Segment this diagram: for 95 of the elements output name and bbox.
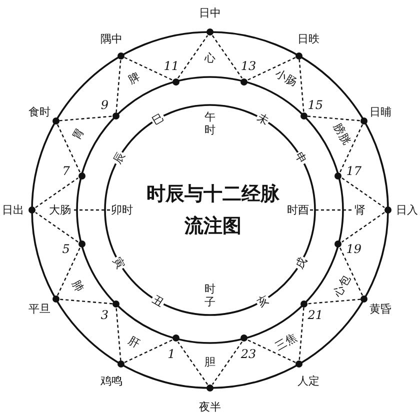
meridian-label: 膀胱: [331, 122, 352, 146]
time-label: 食时: [28, 106, 50, 117]
dashed-line: [310, 209, 354, 211]
dashed-line: [342, 178, 385, 208]
meridian-label: 三焦: [274, 331, 298, 352]
branch-label: 丑: [148, 292, 166, 310]
dot: [240, 78, 248, 86]
dot: [334, 172, 342, 180]
branch-label: 辰: [110, 148, 128, 166]
hour-number: 3: [100, 309, 108, 322]
text-label: 时酉: [286, 204, 310, 216]
hour-number: 9: [100, 98, 108, 111]
time-label: 鸡鸣: [100, 375, 122, 386]
dot: [206, 28, 214, 36]
meridian-label: 心: [204, 52, 216, 64]
dashed-line: [56, 124, 80, 172]
text-label: 大肠: [48, 204, 72, 216]
dashed-line: [59, 116, 112, 122]
dot: [206, 384, 214, 392]
meridian-label: 肺: [70, 278, 86, 294]
time-label: 黄昏: [370, 303, 392, 314]
time-label: 日昳: [298, 34, 320, 45]
dot: [78, 240, 86, 248]
time-label: 夜半: [199, 402, 221, 412]
dot: [334, 240, 342, 248]
dashed-line: [124, 56, 172, 80]
dashed-line: [298, 307, 304, 361]
diagram-title: 时辰与十二经脉流注图: [146, 182, 280, 240]
hour-number: 7: [62, 165, 70, 178]
dot: [360, 296, 368, 302]
hour-number: 11: [164, 60, 180, 72]
meridian-label: 脾: [126, 70, 142, 86]
dashed-line: [35, 212, 78, 242]
meridian-label: 心包: [331, 274, 352, 298]
hour-number: 5: [62, 242, 70, 255]
dashed-line: [116, 307, 122, 361]
time-label: 日晡: [370, 106, 392, 117]
dot: [172, 78, 180, 86]
dashed-line: [248, 56, 296, 80]
dot: [296, 360, 302, 368]
dot: [300, 112, 308, 120]
branch-label: 亥: [254, 292, 272, 310]
dot: [360, 118, 368, 124]
meridian-label: 胃: [70, 126, 86, 142]
branch-label: 寅: [110, 254, 128, 272]
dot: [296, 52, 302, 60]
time-label: 日出: [2, 204, 24, 216]
dashed-line: [56, 248, 80, 296]
dot: [52, 296, 60, 302]
dashed-line: [59, 298, 112, 304]
hour-number: 21: [308, 309, 323, 322]
branch-label: 午时: [204, 111, 216, 137]
hour-number: 17: [346, 165, 362, 178]
dot: [112, 112, 120, 120]
dot: [118, 52, 124, 60]
time-label: 日入: [396, 204, 418, 216]
branch-label: 时子: [204, 283, 216, 309]
dot: [384, 206, 392, 214]
text-label: 卯时: [110, 204, 134, 216]
meridian-label: 小肠: [274, 68, 298, 89]
dot: [28, 206, 36, 214]
dashed-line: [178, 342, 208, 385]
time-label: 人定: [298, 375, 320, 386]
dashed-line: [248, 340, 296, 364]
hour-number: 23: [240, 348, 256, 360]
time-label: 隅中: [100, 34, 122, 45]
dashed-line: [340, 248, 364, 296]
dashed-line: [35, 178, 78, 208]
hour-number: 15: [308, 98, 323, 111]
dot: [112, 300, 120, 308]
dashed-line: [298, 59, 304, 112]
meridian-label: 胆: [204, 356, 216, 368]
hour-number: 13: [240, 60, 256, 72]
text-label: 肾: [354, 204, 366, 216]
dashed-line: [212, 342, 242, 385]
hour-number: 19: [346, 242, 362, 255]
dashed-line: [212, 35, 242, 78]
dashed-line: [72, 209, 110, 211]
dot: [118, 360, 124, 368]
time-label: 日中: [199, 8, 221, 18]
dot: [172, 334, 180, 342]
dot: [300, 300, 308, 308]
dot: [52, 118, 60, 124]
dashed-line: [124, 340, 172, 364]
dashed-line: [307, 116, 361, 122]
dashed-line: [307, 298, 361, 304]
meridian-label: 肝: [126, 334, 142, 350]
time-label: 平旦: [28, 303, 50, 314]
dashed-line: [116, 59, 122, 112]
dashed-line: [342, 212, 385, 242]
dot: [78, 172, 86, 180]
dashed-line: [340, 124, 364, 172]
dashed-line: [178, 35, 208, 78]
dot: [240, 334, 248, 342]
hour-number: 1: [168, 348, 176, 360]
